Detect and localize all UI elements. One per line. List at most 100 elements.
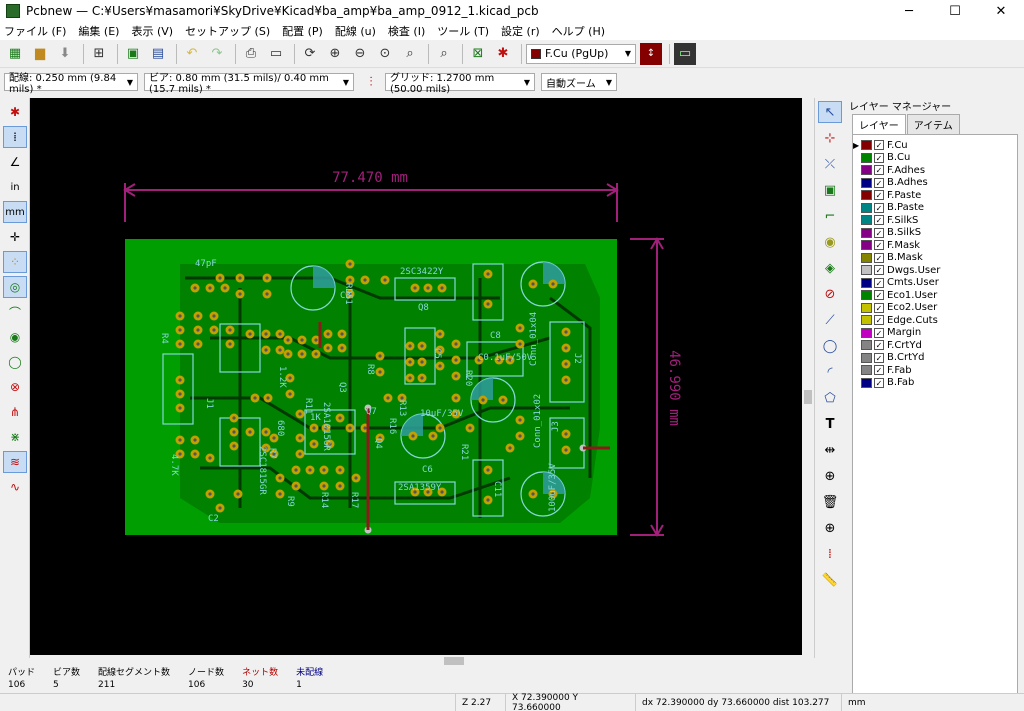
menu-view[interactable]: 表示 (V) <box>131 25 174 38</box>
undo-icon[interactable]: ↶ <box>186 46 198 61</box>
layer-color-swatch[interactable] <box>861 340 872 351</box>
add-zone-icon[interactable]: ◈ <box>825 260 835 276</box>
layer-color-swatch[interactable] <box>861 352 872 363</box>
track[interactable] <box>549 296 592 478</box>
auto-track-width-icon[interactable]: ⫶ <box>369 74 373 90</box>
layer-visibility-checkbox[interactable]: ✓ <box>874 202 884 213</box>
layer-row[interactable]: ✓F.Fab <box>853 364 1017 377</box>
layer-row[interactable]: ▶✓F.Cu <box>853 139 1017 152</box>
grid-select[interactable]: グリッド: 1.2700 mm (50.00 mils)▼ <box>385 73 535 95</box>
layer-row[interactable]: ✓Edge.Cuts <box>853 314 1017 327</box>
layer-color-swatch[interactable] <box>861 227 872 238</box>
layer-color-swatch[interactable] <box>861 177 872 188</box>
menu-setup[interactable]: セットアップ (S) <box>185 25 271 38</box>
layer-row[interactable]: ✓B.Paste <box>853 202 1017 215</box>
inch-units-icon[interactable]: in <box>10 181 20 193</box>
layer-color-swatch[interactable] <box>861 277 872 288</box>
layer-visibility-checkbox[interactable]: ✓ <box>874 365 884 376</box>
add-footprint-icon[interactable]: ▣ <box>823 182 837 198</box>
layer-visibility-checkbox[interactable]: ✓ <box>874 190 884 201</box>
add-polygon-icon[interactable]: ⬠ <box>824 390 836 406</box>
layer-color-swatch[interactable] <box>861 315 872 326</box>
show-pads-icon[interactable]: ◎ <box>3 276 27 298</box>
layer-visibility-checkbox[interactable]: ✓ <box>874 252 884 263</box>
route-track-icon[interactable]: ⌐ <box>824 208 836 224</box>
layer-row[interactable]: ✓F.Adhes <box>853 164 1017 177</box>
drc-bug-icon[interactable]: ✱ <box>497 46 509 61</box>
footprint-viewer-icon[interactable]: ▤ <box>151 46 165 61</box>
via-sketch-icon[interactable]: ◯ <box>8 355 22 369</box>
layer-visibility-checkbox[interactable]: ✓ <box>874 165 884 176</box>
layer-visibility-checkbox[interactable]: ✓ <box>874 140 884 151</box>
grid-toggle-icon[interactable]: ⁞ <box>3 126 27 148</box>
track[interactable] <box>200 466 511 500</box>
footprint-editor-icon[interactable]: ▣ <box>126 46 140 61</box>
layer-color-swatch[interactable] <box>861 302 872 313</box>
layer-selector[interactable]: F.Cu (PgUp) ▼ <box>526 43 636 64</box>
zoom-select[interactable]: 自動ズーム▼ <box>541 73 617 91</box>
layer-color-swatch[interactable] <box>861 215 872 226</box>
microwave-tools-icon[interactable]: ∿ <box>9 480 21 494</box>
vertical-scrollbar[interactable] <box>802 98 814 655</box>
layers-manager-icon[interactable]: ≋ <box>3 451 27 473</box>
track[interactable] <box>185 276 500 300</box>
refresh-icon[interactable]: ⟳ <box>304 46 316 61</box>
layer-visibility-checkbox[interactable]: ✓ <box>874 277 884 288</box>
layer-row[interactable]: ✓F.CrtYd <box>853 339 1017 352</box>
layer-visibility-checkbox[interactable]: ✓ <box>874 315 884 326</box>
tab-layers[interactable]: レイヤー <box>852 114 906 134</box>
layer-color-swatch[interactable] <box>861 240 872 251</box>
layer-visibility-checkbox[interactable]: ✓ <box>874 227 884 238</box>
layer-visibility-checkbox[interactable]: ✓ <box>874 340 884 351</box>
layer-row[interactable]: ✓B.Fab <box>853 377 1017 390</box>
show-zones-icon[interactable]: ◉ <box>9 330 21 344</box>
layer-row[interactable]: ✓Dwgs.User <box>853 264 1017 277</box>
tab-items[interactable]: アイテム <box>906 114 960 134</box>
layer-color-swatch[interactable] <box>861 140 872 151</box>
layer-visibility-checkbox[interactable]: ✓ <box>874 152 884 163</box>
horizontal-scrollbar[interactable] <box>30 655 802 667</box>
add-target-icon[interactable]: ⊕ <box>824 468 836 484</box>
layer-row[interactable]: ✓B.SilkS <box>853 227 1017 240</box>
layer-color-swatch[interactable] <box>861 290 872 301</box>
add-line-icon[interactable]: ⟋ <box>825 312 835 328</box>
track-width-select[interactable]: 配線: 0.250 mm (9.84 mils) *▼ <box>4 73 138 95</box>
vertical-dimension[interactable] <box>630 237 664 537</box>
print-icon[interactable]: ⎙ <box>245 46 257 61</box>
local-ratsnest-icon[interactable]: ⤫ <box>824 156 836 172</box>
menu-file[interactable]: ファイル (F) <box>4 25 67 38</box>
menu-inspect[interactable]: 検査 (I) <box>387 25 426 38</box>
menu-help[interactable]: ヘルプ (H) <box>551 25 606 38</box>
drill-origin-icon[interactable]: ⊕ <box>824 520 836 536</box>
add-dimension-icon[interactable]: ⇹ <box>824 442 836 458</box>
redo-icon[interactable]: ↷ <box>211 46 223 61</box>
layer-visibility-checkbox[interactable]: ✓ <box>874 352 884 363</box>
track-sketch-icon[interactable]: ⋔ <box>9 405 21 419</box>
polar-coords-icon[interactable]: ∠ <box>9 155 21 169</box>
netlist-icon[interactable]: ⊠ <box>472 46 484 61</box>
layer-visibility-checkbox[interactable]: ✓ <box>874 327 884 338</box>
open-board-icon[interactable]: ▆ <box>35 46 45 61</box>
zoom-selection-icon[interactable]: ⌕ <box>406 46 414 61</box>
scroll-thumb[interactable] <box>804 390 812 404</box>
layer-visibility-checkbox[interactable]: ✓ <box>874 215 884 226</box>
track[interactable] <box>190 396 570 430</box>
layer-row[interactable]: ✓B.Adhes <box>853 177 1017 190</box>
board-setup-icon[interactable]: ▦ <box>8 46 22 61</box>
measure-icon[interactable]: 📏 <box>821 572 839 588</box>
drc-off-icon[interactable]: ✱ <box>9 105 21 119</box>
zoom-in-icon[interactable]: ⊕ <box>329 46 341 61</box>
keepout-area-icon[interactable]: ⊘ <box>824 286 836 302</box>
menu-route[interactable]: 配線 (u) <box>334 25 376 38</box>
layer-row[interactable]: ✓F.Paste <box>853 189 1017 202</box>
ratsnest-icon[interactable]: ⁘ <box>3 251 27 273</box>
layer-color-swatch[interactable] <box>861 377 872 388</box>
layer-row[interactable]: ✓B.CrtYd <box>853 352 1017 365</box>
layer-color-swatch[interactable] <box>861 152 872 163</box>
highlight-net-icon[interactable]: ⊹ <box>824 130 836 146</box>
high-contrast-icon[interactable]: ⋇ <box>9 430 21 444</box>
pcb-drawing[interactable]: 77.470 mm 46.990 mm <box>30 98 802 655</box>
menu-preferences[interactable]: 設定 (r) <box>501 25 540 38</box>
add-text-icon[interactable]: T <box>825 416 835 432</box>
plot-icon[interactable]: ▭ <box>269 46 283 61</box>
